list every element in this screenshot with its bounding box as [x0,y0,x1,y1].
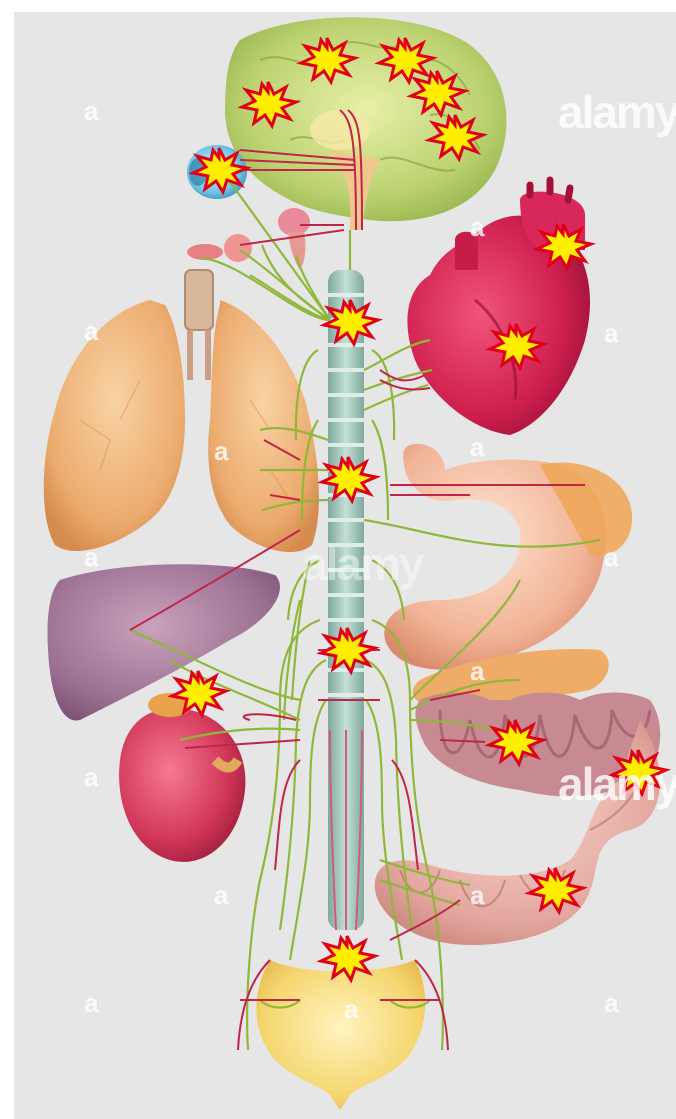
watermark-letter: a [84,762,99,792]
watermark-letter: a [470,880,485,910]
watermark-letter: a [84,988,99,1018]
watermark-letter: a [84,316,99,346]
watermark-letter: a [604,988,619,1018]
watermark-logo: alamy [302,538,425,590]
watermark-letter: a [470,656,485,686]
watermark-letter: a [214,436,229,466]
watermark-letter: a [344,994,359,1024]
watermark-letter: a [84,96,99,126]
spinal-cord [328,270,364,930]
left-white-margin [0,0,14,1119]
watermark-logo: alamy [558,86,676,138]
top-white-margin [0,0,676,12]
watermark-letter: a [470,212,485,242]
watermark-letter: a [84,542,99,572]
watermark-letter: a [470,432,485,462]
watermark-letter: a [604,542,619,572]
watermark-letter: a [214,880,229,910]
watermark-logo: alamy [558,758,676,810]
watermark-letter: a [604,318,619,348]
